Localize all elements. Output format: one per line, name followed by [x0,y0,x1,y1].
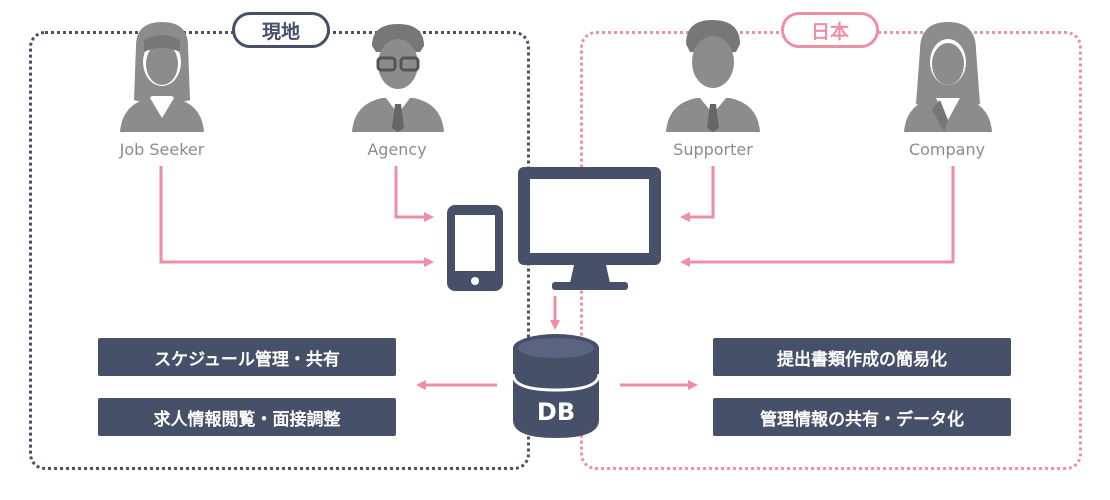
label-company: Company [908,140,986,159]
database-icon [511,334,601,438]
feature-job-info-interview: 求人情報閲覧・面接調整 [98,398,396,436]
arrow-job-seeker-to-phone [159,166,434,267]
label-supporter: Supporter [673,140,753,159]
arrow-agency-to-phone [394,166,434,222]
region-japan-label: 日本 [781,12,879,48]
label-job-seeker: Job Seeker [119,140,205,159]
connectors [159,166,955,390]
label-agency: Agency [367,140,427,159]
feature-schedule-share: スケジュール管理・共有 [98,338,396,376]
female-business-user-icon [904,22,992,132]
feature-document-simplify: 提出書類作成の簡易化 [713,338,1011,376]
arrow-supporter-to-monitor [680,166,715,222]
monitor-icon [518,167,661,290]
smartphone-icon [447,205,503,291]
male-user-icon [666,20,760,132]
female-user-icon [120,22,204,132]
database-label: DB [536,398,576,426]
male-glasses-user-icon [352,24,444,132]
feature-info-share-data: 管理情報の共有・データ化 [713,398,1011,436]
arrow-company-to-monitor [680,166,955,267]
region-local-label: 現地 [232,12,330,48]
